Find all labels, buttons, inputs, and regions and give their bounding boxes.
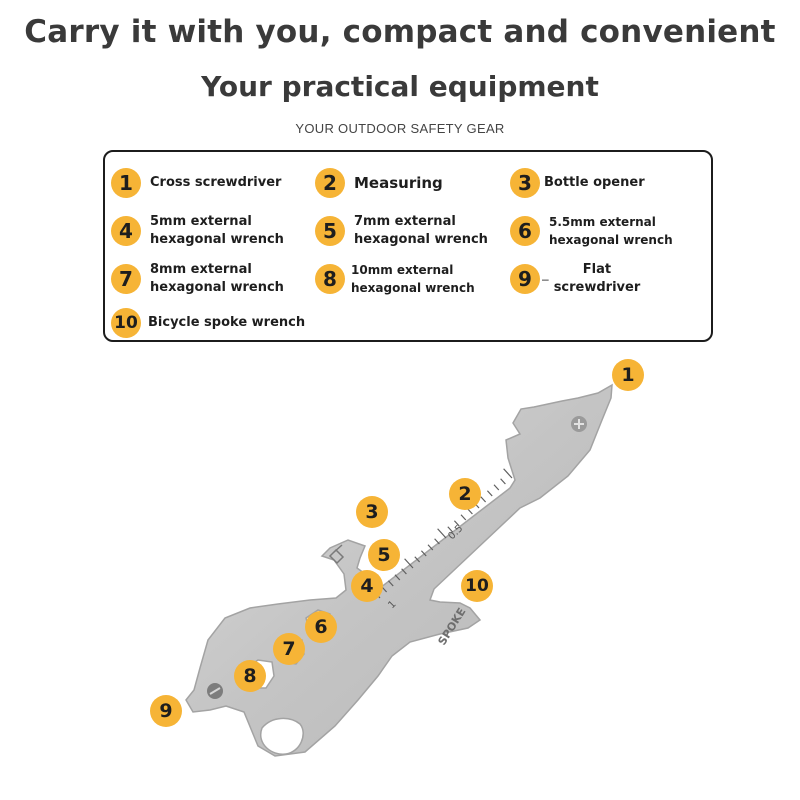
tagline: YOUR OUTDOOR SAFETY GEAR (295, 121, 505, 136)
ruler-tick (434, 538, 440, 545)
legend-item-9: 9 – Flat screwdriver (510, 261, 640, 297)
legend-item-5: 5 7mm external hexagonal wrench (315, 213, 488, 249)
dash-glyph: – (542, 272, 549, 286)
legend-label-7: 8mm external hexagonal wrench (150, 262, 284, 295)
legend-number-10: 10 (111, 308, 141, 338)
legend-item-10: 10 Bicycle spoke wrench (111, 308, 305, 338)
legend-item-2: 2 Measuring (315, 168, 443, 198)
ruler-tick (404, 558, 414, 569)
legend-label-5: 7mm external hexagonal wrench (354, 214, 488, 247)
ruler-tick (414, 556, 421, 563)
callout-8: 8 (234, 660, 266, 692)
legend-label-6: 5.5mm external hexagonal wrench (549, 215, 673, 247)
ruler-tick (480, 496, 487, 503)
ruler-tick (460, 514, 467, 521)
tool-body (185, 383, 613, 757)
bottle-icon (328, 544, 345, 565)
legend-number-9: 9 (510, 264, 540, 294)
legend-number-7: 7 (111, 264, 141, 294)
headline: Carry it with you, compact and convenien… (24, 14, 776, 50)
ruler-tick (447, 526, 454, 533)
callout-6: 6 (305, 611, 337, 643)
legend-number-4: 4 (111, 216, 141, 246)
cross-mark (574, 419, 584, 429)
legend-item-1: 1 Cross screwdriver (111, 168, 281, 198)
callout-7: 7 (273, 633, 305, 665)
callout-10: 10 (461, 570, 493, 602)
ruler-tick (503, 468, 513, 479)
legend-number-2: 2 (315, 168, 345, 198)
ruler-tick (427, 544, 434, 551)
ruler-tick (437, 528, 447, 539)
legend-label-3: Bottle opener (544, 175, 645, 190)
ruler-tick (420, 550, 427, 557)
callout-3: 3 (356, 496, 388, 528)
subheadline: Your practical equipment (201, 70, 599, 103)
legend-number-8: 8 (315, 264, 345, 294)
ruler-tick (453, 520, 460, 527)
ruler-tick (387, 580, 394, 587)
ruler-tick (500, 478, 506, 485)
callout-5: 5 (368, 539, 400, 571)
legend-label-1: Cross screwdriver (150, 175, 282, 190)
legend-item-7: 7 8mm external hexagonal wrench (111, 261, 284, 297)
legend-item-4: 4 5mm external hexagonal wrench (111, 213, 284, 249)
legend-item-8: 8 10mm external hexagonal wrench (315, 261, 475, 297)
legend-label-2: Measuring (354, 174, 443, 192)
legend-item-3: 3 Bottle opener (510, 168, 645, 198)
ruler-tick (394, 574, 401, 581)
ruler-tick (493, 484, 500, 491)
legend-label-10: Bicycle spoke wrench (148, 315, 306, 330)
ruler-tick (486, 490, 493, 497)
callout-4: 4 (351, 570, 383, 602)
callout-9: 9 (150, 695, 182, 727)
ruler-tick (401, 568, 407, 575)
callout-1: 1 (612, 359, 644, 391)
legend-label-4: 5mm external hexagonal wrench (150, 214, 284, 247)
legend-number-3: 3 (510, 168, 540, 198)
legend-label-8: 10mm external hexagonal wrench (351, 263, 475, 295)
callout-2: 2 (449, 478, 481, 510)
legend-label-9: Flat screwdriver (553, 262, 641, 295)
legend-number-5: 5 (315, 216, 345, 246)
legend-item-6: 6 5.5mm external hexagonal wrench (510, 213, 673, 249)
legend-number-1: 1 (111, 168, 141, 198)
legend-number-6: 6 (510, 216, 540, 246)
flat-mark (209, 687, 221, 695)
feature-legend: 1 Cross screwdriver 2 Measuring 3 Bottle… (103, 150, 713, 342)
